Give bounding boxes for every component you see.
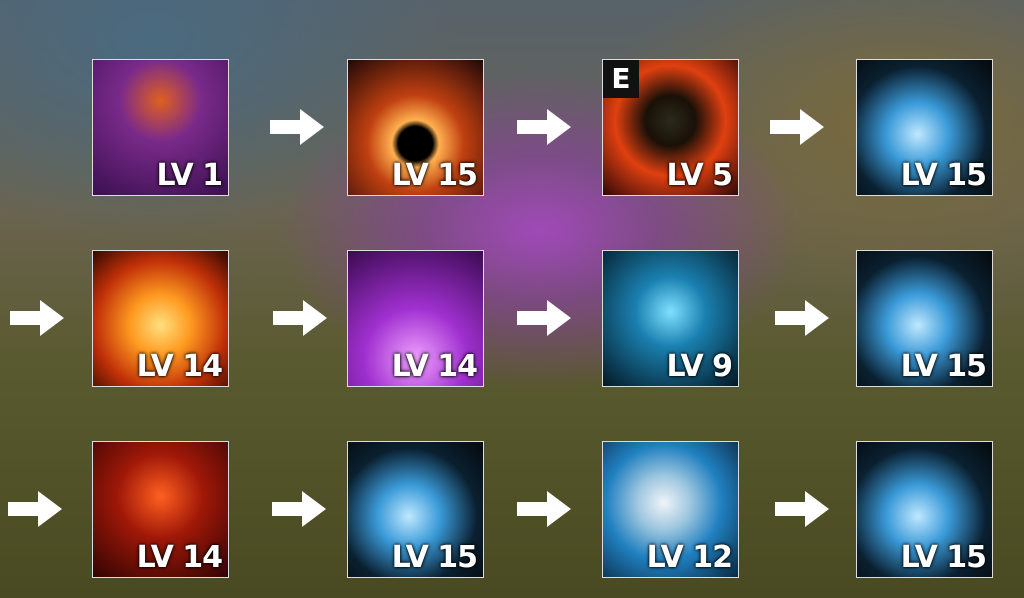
skill-icon-shadow-claws: LV 14 bbox=[347, 250, 484, 387]
arrow-right-icon bbox=[272, 491, 326, 527]
arrow-right-icon bbox=[770, 109, 824, 145]
skill-level: LV 5 bbox=[666, 158, 733, 193]
skill-icon-water-orb: LV 15 bbox=[347, 441, 484, 578]
skill-artwork bbox=[603, 442, 738, 577]
skill-artwork bbox=[348, 251, 483, 386]
skill-icon-fire-burst: LV 14 bbox=[92, 250, 229, 387]
skill-artwork bbox=[857, 442, 992, 577]
skill-level: LV 15 bbox=[391, 540, 478, 575]
skill-icon-magma-orbs: LV 14 bbox=[92, 441, 229, 578]
skill-level: LV 15 bbox=[391, 158, 478, 193]
arrow-right-icon bbox=[8, 491, 62, 527]
arrow-right-icon bbox=[270, 109, 324, 145]
skill-artwork bbox=[348, 60, 483, 195]
skill-artwork bbox=[348, 442, 483, 577]
arrow-right-icon bbox=[273, 300, 327, 336]
skill-level: LV 14 bbox=[136, 349, 223, 384]
skill-level: LV 12 bbox=[646, 540, 733, 575]
skill-icon-water-orb: LV 15 bbox=[856, 441, 993, 578]
skill-level: LV 1 bbox=[156, 158, 223, 193]
skill-icon-hooded-demon: E LV 5 bbox=[602, 59, 739, 196]
skill-icon-black-hole: LV 15 bbox=[347, 59, 484, 196]
arrow-right-icon bbox=[10, 300, 64, 336]
skill-icon-water-orb: LV 15 bbox=[856, 250, 993, 387]
skill-icon-crimson-orbs: LV 1 bbox=[92, 59, 229, 196]
skill-level: LV 14 bbox=[391, 349, 478, 384]
hotkey-badge: E bbox=[603, 60, 639, 98]
skill-level: LV 15 bbox=[900, 540, 987, 575]
arrow-right-icon bbox=[517, 300, 571, 336]
skill-level: LV 15 bbox=[900, 349, 987, 384]
skill-artwork bbox=[93, 251, 228, 386]
skill-artwork bbox=[857, 251, 992, 386]
arrow-right-icon bbox=[517, 491, 571, 527]
skill-icon-water-orb: LV 15 bbox=[856, 59, 993, 196]
skill-artwork bbox=[93, 442, 228, 577]
skill-artwork bbox=[93, 60, 228, 195]
skill-icon-spirit-seahorse: LV 9 bbox=[602, 250, 739, 387]
skill-level: LV 14 bbox=[136, 540, 223, 575]
skill-artwork bbox=[857, 60, 992, 195]
skill-level: LV 15 bbox=[900, 158, 987, 193]
skill-artwork bbox=[603, 251, 738, 386]
arrow-right-icon bbox=[775, 491, 829, 527]
arrow-right-icon bbox=[775, 300, 829, 336]
skill-icon-frost-seal: LV 12 bbox=[602, 441, 739, 578]
skill-level: LV 9 bbox=[666, 349, 733, 384]
arrow-right-icon bbox=[517, 109, 571, 145]
